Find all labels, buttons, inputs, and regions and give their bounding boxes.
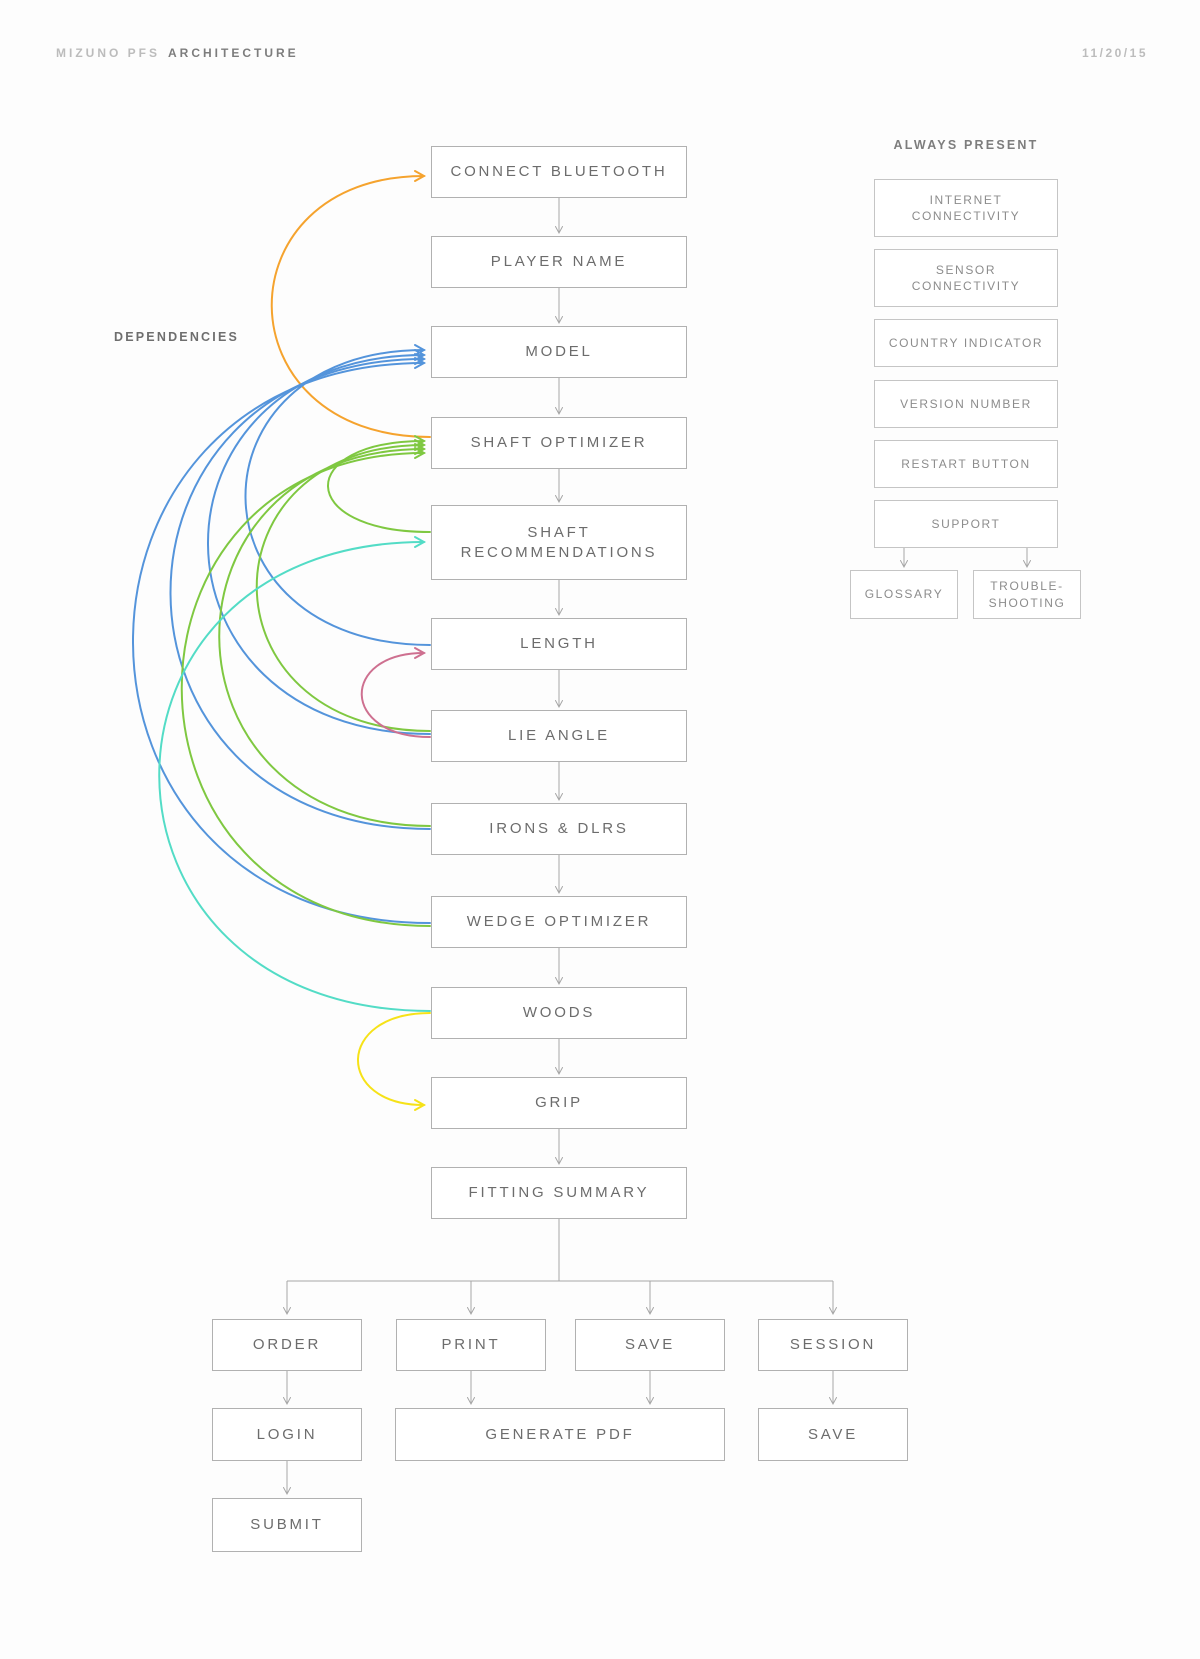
node-session-save: SAVE [758, 1408, 908, 1461]
node-generate-pdf: GENERATE PDF [395, 1408, 725, 1461]
node-restart-button: RESTART BUTTON [874, 440, 1058, 488]
node-wedge-optimizer: WEDGE OPTIMIZER [431, 896, 687, 948]
node-connect-bluetooth: CONNECT BLUETOOTH [431, 146, 687, 198]
node-shaft-optimizer: SHAFT OPTIMIZER [431, 417, 687, 469]
node-country-indicator: COUNTRY INDICATOR [874, 319, 1058, 367]
node-submit: SUBMIT [212, 1498, 362, 1552]
node-fitting-summary: FITTING SUMMARY [431, 1167, 687, 1219]
node-glossary: GLOSSARY [850, 570, 958, 619]
node-grip: GRIP [431, 1077, 687, 1129]
node-support: SUPPORT [874, 500, 1058, 548]
node-model: MODEL [431, 326, 687, 378]
dependencies-label: DEPENDENCIES [114, 330, 240, 344]
node-order: ORDER [212, 1319, 362, 1371]
node-print: PRINT [396, 1319, 546, 1371]
node-sensor-connectivity: SENSOR CONNECTIVITY [874, 249, 1058, 307]
node-shaft-recommendations: SHAFT RECOMMENDATIONS [431, 505, 687, 580]
node-troubleshooting: TROUBLE- SHOOTING [973, 570, 1081, 619]
node-save: SAVE [575, 1319, 725, 1371]
node-lie-angle: LIE ANGLE [431, 710, 687, 762]
always-present-title: ALWAYS PRESENT [893, 138, 1039, 152]
page-title: ARCHITECTURE [168, 46, 299, 60]
node-login: LOGIN [212, 1408, 362, 1461]
node-length: LENGTH [431, 618, 687, 670]
node-woods: WOODS [431, 987, 687, 1039]
page-header: MIZUNO PFS ARCHITECTURE 11/20/15 [0, 0, 1200, 80]
node-irons-dlrs: IRONS & DLRS [431, 803, 687, 855]
node-version-number: VERSION NUMBER [874, 380, 1058, 428]
node-player-name: PLAYER NAME [431, 236, 687, 288]
brand-label: MIZUNO PFS [56, 46, 160, 60]
node-internet-connectivity: INTERNET CONNECTIVITY [874, 179, 1058, 237]
date-label: 11/20/15 [1081, 46, 1148, 60]
node-session: SESSION [758, 1319, 908, 1371]
